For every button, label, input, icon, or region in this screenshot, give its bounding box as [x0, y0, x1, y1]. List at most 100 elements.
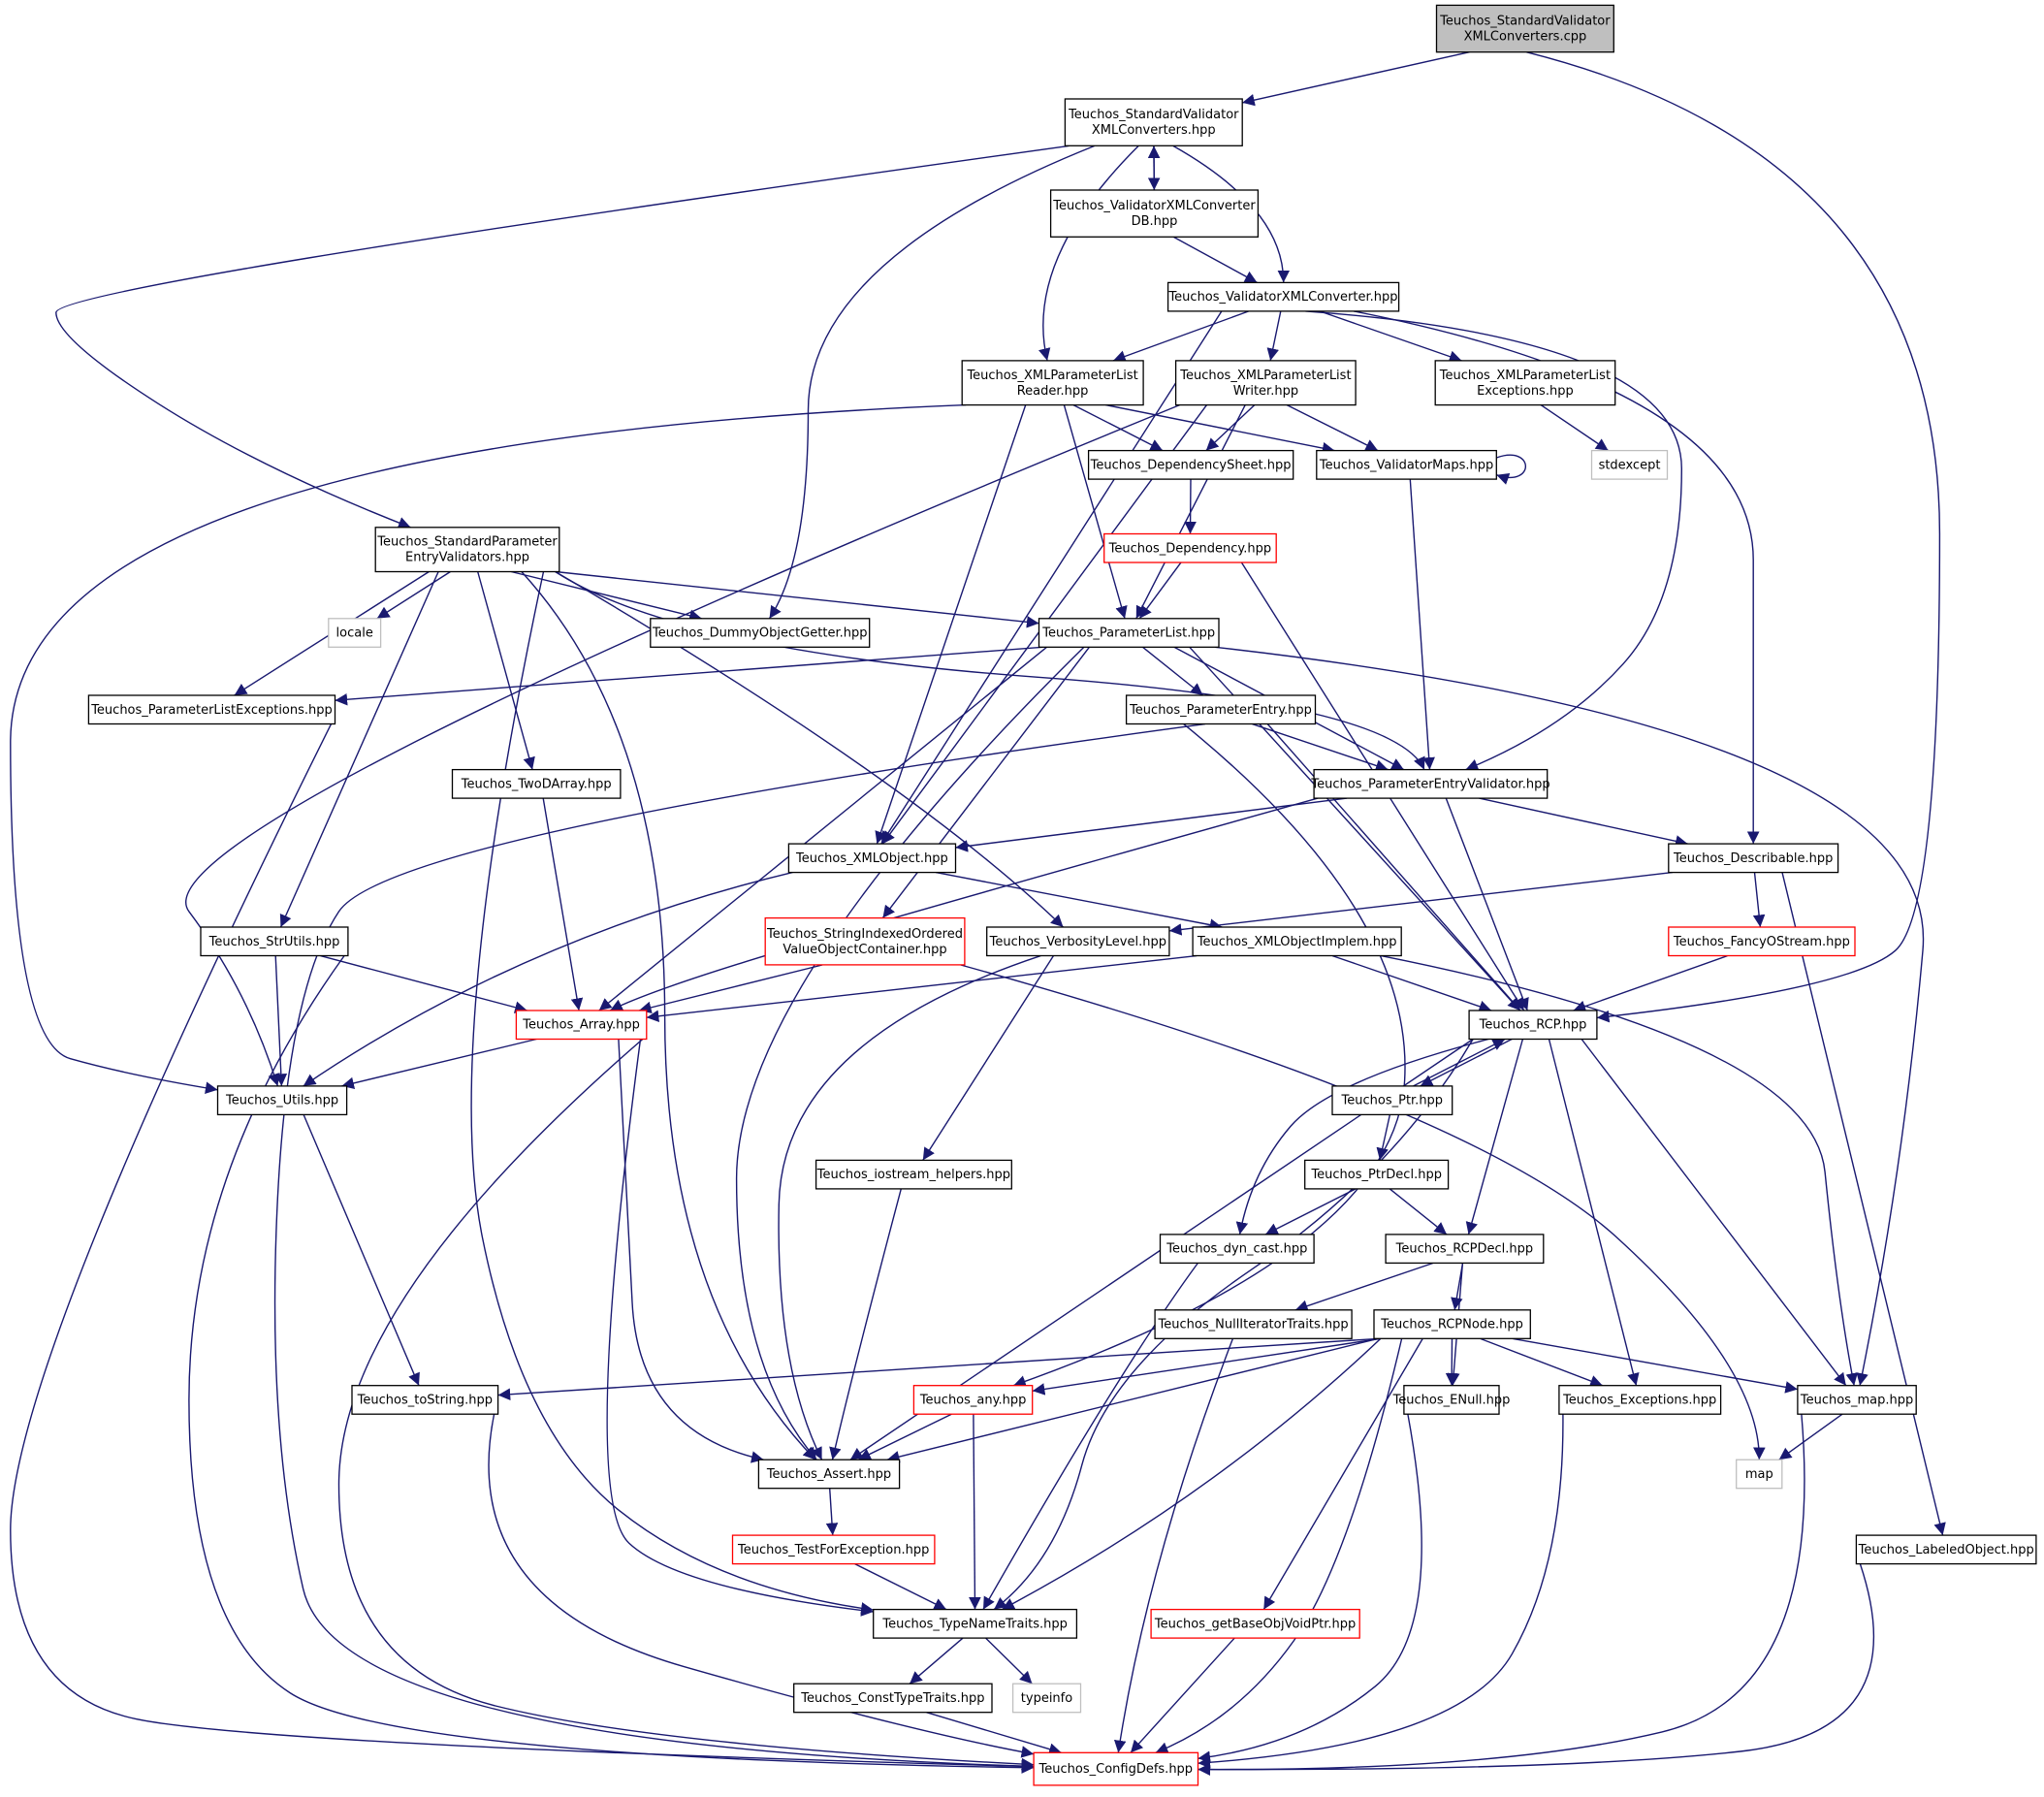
node-locale[interactable]: locale	[328, 618, 382, 648]
node-box	[351, 1385, 499, 1415]
edge-array-to-assert	[618, 1039, 764, 1463]
node-pentry[interactable]: Teuchos_ParameterEntry.hpp	[1125, 694, 1317, 725]
node-label: Teuchos_TypeNameTraits.hpp	[881, 1617, 1068, 1631]
node-verb[interactable]: Teuchos_VerbosityLevel.hpp	[986, 926, 1170, 957]
node-svxc[interactable]: Teuchos_StandardValidatorXMLConverters.h…	[1064, 98, 1243, 146]
node-ctt[interactable]: Teuchos_ConstTypeTraits.hpp	[793, 1683, 993, 1714]
node-label: Teuchos_DependencySheet.hpp	[1090, 458, 1292, 472]
node-nullit[interactable]: Teuchos_NullIteratorTraits.hpp	[1154, 1309, 1353, 1339]
node-label: Teuchos_ParameterList.hpp	[1041, 626, 1215, 641]
node-exc[interactable]: Teuchos_Exceptions.hpp	[1558, 1385, 1722, 1415]
node-sioc[interactable]: Teuchos_StringIndexedOrderedValueObjectC…	[764, 916, 966, 966]
node-box	[1174, 360, 1357, 406]
edge-sioc-to-array	[638, 964, 823, 1014]
node-label: Teuchos_ParameterListExceptions.hpp	[90, 703, 333, 718]
node-config[interactable]: Teuchos_ConfigDefs.hpp	[1033, 1751, 1199, 1786]
edge-rcpnode-to-gbovp	[1262, 1338, 1423, 1610]
node-map[interactable]: map	[1736, 1459, 1783, 1490]
node-label: map	[1745, 1467, 1773, 1482]
node-box	[650, 618, 871, 648]
node-tostring[interactable]: Teuchos_toString.hpp	[351, 1385, 499, 1415]
node-iosh[interactable]: Teuchos_iostream_helpers.hpp	[814, 1159, 1012, 1190]
edge-rcpnode-to-assert	[886, 1337, 1379, 1463]
node-box	[1668, 843, 1839, 874]
node-box	[216, 1085, 348, 1116]
edge-labeled-to-config	[1198, 1563, 1875, 1776]
edge-tmap-to-map	[1778, 1413, 1843, 1460]
node-depsheet[interactable]: Teuchos_DependencySheet.hpp	[1087, 449, 1294, 480]
node-label: Teuchos_Ptr.hpp	[1341, 1094, 1444, 1108]
node-label: stdexcept	[1599, 458, 1661, 472]
node-rcpnode[interactable]: Teuchos_RCPNode.hpp	[1373, 1309, 1531, 1339]
node-rcp[interactable]: Teuchos_RCP.hpp	[1468, 1010, 1598, 1041]
node-spev[interactable]: Teuchos_StandardParameterEntryValidators…	[374, 527, 560, 573]
node-label: Teuchos_XMLObject.hpp	[795, 851, 948, 866]
edge-svxc-to-xplr	[1038, 144, 1139, 362]
node-dep[interactable]: Teuchos_Dependency.hpp	[1103, 532, 1277, 563]
node-describ[interactable]: Teuchos_Describable.hpp	[1668, 843, 1839, 874]
edge-strutils-to-array	[320, 954, 527, 1013]
node-plist[interactable]: Teuchos_ParameterList.hpp	[1038, 618, 1220, 648]
node-enull[interactable]: Teuchos_ENull.hpp	[1392, 1385, 1511, 1415]
node-valmaps[interactable]: Teuchos_ValidatorMaps.hpp	[1316, 449, 1497, 480]
node-label: Teuchos_RCP.hpp	[1479, 1018, 1587, 1033]
edge-iosh-to-assert	[829, 1188, 902, 1460]
node-labeled[interactable]: Teuchos_LabeledObject.hpp	[1855, 1534, 2037, 1565]
node-label: Teuchos_PtrDecl.hpp	[1310, 1168, 1442, 1182]
node-typeinfo[interactable]: typeinfo	[1011, 1683, 1082, 1714]
node-box	[1403, 1385, 1500, 1415]
edge-gbovp-to-config	[1130, 1637, 1235, 1753]
edge-tnt-to-ctt	[909, 1637, 964, 1685]
node-array[interactable]: Teuchos_Array.hpp	[515, 1010, 648, 1041]
edge-spev-to-plist	[555, 570, 1039, 628]
node-tnt[interactable]: Teuchos_TypeNameTraits.hpp	[873, 1608, 1078, 1639]
node-assert[interactable]: Teuchos_Assert.hpp	[757, 1459, 901, 1490]
node-xmlobj[interactable]: Teuchos_XMLObject.hpp	[787, 843, 957, 874]
node-label: Teuchos_StandardParameter	[376, 535, 558, 550]
node-tmap[interactable]: Teuchos_map.hpp	[1797, 1385, 1917, 1415]
node-stdexcept[interactable]: stdexcept	[1590, 449, 1669, 480]
node-box	[1736, 1459, 1783, 1490]
edge-tfe-to-tnt	[854, 1562, 947, 1611]
node-gbovp[interactable]: Teuchos_getBaseObjVoidPtr.hpp	[1150, 1608, 1360, 1639]
edge-valmaps-to-valmaps	[1496, 454, 1527, 485]
node-pev[interactable]: Teuchos_ParameterEntryValidator.hpp	[1310, 768, 1550, 799]
node-box	[1797, 1385, 1917, 1415]
node-label: Teuchos_ConstTypeTraits.hpp	[800, 1691, 984, 1706]
node-box	[451, 768, 622, 799]
node-plexc[interactable]: Teuchos_ParameterListExceptions.hpp	[87, 694, 336, 725]
node-ptr[interactable]: Teuchos_Ptr.hpp	[1331, 1085, 1453, 1116]
edges-layer	[10, 51, 1946, 1776]
node-xmlimpl[interactable]: Teuchos_XMLObjectImplem.hpp	[1192, 926, 1402, 957]
node-dyncast[interactable]: Teuchos_dyn_cast.hpp	[1159, 1234, 1315, 1265]
edge-xplw-to-depsheet	[1205, 404, 1256, 452]
node-any[interactable]: Teuchos_any.hpp	[912, 1385, 1034, 1415]
edge-pentry-to-config	[273, 722, 1205, 1773]
node-root[interactable]: Teuchos_StandardValidatorXMLConverters.c…	[1435, 4, 1614, 53]
node-box	[1150, 1608, 1360, 1639]
node-label: Teuchos_toString.hpp	[357, 1394, 493, 1408]
node-twod[interactable]: Teuchos_TwoDArray.hpp	[451, 768, 622, 799]
edge-ptrdecl-to-rcpdecl	[1389, 1188, 1448, 1235]
node-vxc[interactable]: Teuchos_ValidatorXMLConverter.hpp	[1166, 281, 1400, 312]
node-ptrdecl[interactable]: Teuchos_PtrDecl.hpp	[1304, 1159, 1450, 1190]
edge-spev-to-strutils	[279, 571, 439, 928]
node-fancy[interactable]: Teuchos_FancyOStream.hpp	[1668, 926, 1856, 957]
node-utils[interactable]: Teuchos_Utils.hpp	[216, 1085, 348, 1116]
node-strutils[interactable]: Teuchos_StrUtils.hpp	[200, 926, 349, 957]
edge-verb-to-iosh	[922, 955, 1054, 1161]
node-box	[1331, 1085, 1453, 1116]
node-box	[1668, 926, 1856, 957]
edge-xplw-to-utils	[185, 403, 1180, 1087]
node-box	[814, 1159, 1012, 1190]
node-tfe[interactable]: Teuchos_TestForException.hpp	[731, 1534, 936, 1565]
node-box	[1304, 1159, 1450, 1190]
node-dummy[interactable]: Teuchos_DummyObjectGetter.hpp	[650, 618, 871, 648]
node-rcpdecl[interactable]: Teuchos_RCPDecl.hpp	[1385, 1234, 1545, 1265]
